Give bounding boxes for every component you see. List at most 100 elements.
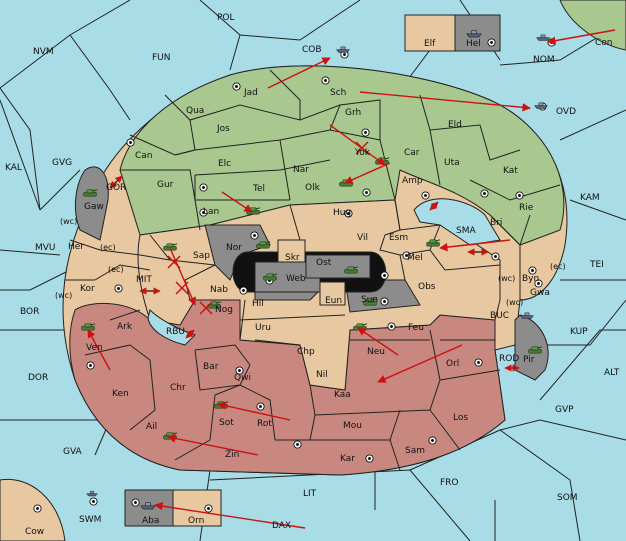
label-tei: TEI (589, 260, 604, 270)
coast-note-7: (ec) (108, 265, 124, 274)
region-eun[interactable] (319, 281, 346, 306)
label-orl: Orl (446, 359, 459, 369)
label-buc: BUC (490, 311, 509, 321)
label-car: Car (404, 148, 420, 158)
label-feu: Feu (408, 323, 424, 333)
label-chr: Chr (170, 383, 186, 393)
label-som: SOM (557, 493, 578, 503)
coast-notes: (wc) (ec) (wc) (wc) (ec) (wc) (ec) (55, 217, 566, 307)
label-chp: Chp (297, 347, 315, 357)
label-pir: Pir (523, 355, 535, 365)
label-eun: Eun (325, 296, 342, 306)
coast-note-6: (wc) (506, 298, 523, 307)
label-skr: Skr (285, 253, 300, 263)
label-qwi: Qwi (234, 373, 251, 383)
label-kat: Kat (503, 166, 518, 176)
label-alt: ALT (604, 368, 620, 378)
label-olk: Olk (305, 183, 321, 193)
label-jos: Jos (216, 124, 230, 134)
label-gvp: GVP (555, 405, 574, 415)
tan-land-labels: Car Amp Hug Vil Esm Mel Obs Byn Gwa Her … (68, 39, 550, 526)
label-fro: FRO (440, 478, 459, 488)
label-rie: Rie (519, 203, 534, 213)
label-hug: Hug (333, 208, 351, 218)
label-nil: Nil (316, 370, 328, 380)
label-dor: DOR (28, 373, 48, 383)
coast-note-1: (wc) (60, 217, 77, 226)
label-gur: Gur (157, 180, 174, 190)
green-land-labels: Jad Sch Qua Jos Grh Can Elc Nar Yok Tel … (135, 88, 534, 228)
sea-rbu-inlet (147, 309, 196, 346)
label-qua: Qua (186, 106, 204, 116)
label-rot: Rot (257, 419, 272, 429)
label-tel: Tel (252, 184, 265, 194)
label-grh: Grh (345, 108, 361, 118)
label-ail: Ail (146, 422, 157, 432)
label-jad: Jad (243, 88, 258, 98)
coast-note-5: (ec) (550, 262, 566, 271)
label-yok: Yok (354, 148, 371, 158)
label-sun: Sun (361, 295, 378, 305)
label-pol: POL (217, 13, 235, 23)
label-uta: Uta (444, 158, 460, 168)
label-gva: GVA (63, 447, 83, 457)
label-mvu: MVU (35, 243, 56, 253)
label-kup: KUP (570, 327, 588, 337)
label-hel: Hel (466, 39, 481, 49)
label-uru: Uru (255, 323, 271, 333)
coast-note-3: (wc) (55, 291, 72, 300)
region-orn[interactable] (172, 489, 222, 527)
label-her: Her (68, 242, 84, 252)
label-sch: Sch (330, 88, 346, 98)
label-gaw: Gaw (84, 202, 104, 212)
label-esm: Esm (389, 233, 408, 243)
label-mel: Mel (407, 253, 423, 263)
label-dax: DAX (272, 521, 291, 531)
coast-note-4: (wc) (498, 274, 515, 283)
red-land-labels: Sap Nog Ven Ken Chr Bar Qwi Sot Rot Ail … (86, 251, 468, 464)
label-gwa: Gwa (530, 288, 550, 298)
label-aba: Aba (142, 516, 159, 526)
label-bar: Bar (203, 362, 219, 372)
label-eld: Eld (448, 120, 462, 130)
label-amp: Amp (402, 176, 423, 186)
label-nor: Nor (226, 243, 242, 253)
label-kam: KAM (580, 193, 600, 203)
label-kaa: Kaa (334, 390, 351, 400)
label-ven: Ven (86, 343, 103, 353)
label-can: Can (135, 151, 153, 161)
link-arrows (109, 175, 520, 372)
label-nom: NOM (533, 55, 555, 65)
label-bri: Bri (490, 218, 502, 228)
label-web: Web (286, 274, 306, 284)
failed-order-marks (167, 141, 369, 315)
label-sot: Sot (219, 418, 234, 428)
region-elf[interactable] (404, 14, 456, 52)
label-elc: Elc (218, 159, 231, 169)
label-lan: Lan (203, 207, 219, 217)
label-sam: Sam (405, 446, 425, 456)
label-ovd: OVD (556, 107, 576, 117)
label-elf: Elf (424, 39, 436, 49)
label-los: Los (453, 413, 468, 423)
label-kor: Kor (80, 284, 95, 294)
label-nvm: NVM (33, 47, 54, 57)
region-gaw[interactable] (75, 166, 109, 241)
order-arrows (87, 29, 616, 529)
home-labels: COB NOM OVD SWM Con Cow (25, 38, 613, 537)
label-con: Con (595, 38, 613, 48)
label-hil: Hil (252, 299, 264, 309)
label-kal: KAL (5, 163, 22, 173)
label-cob: COB (302, 45, 322, 55)
province-borders (65, 69, 561, 471)
label-sma: SMA (456, 226, 476, 236)
label-obs: Obs (418, 282, 436, 292)
label-neu: Neu (367, 347, 385, 357)
label-ark: Ark (117, 322, 133, 332)
label-gor: GOR (106, 183, 126, 193)
label-ken: Ken (112, 389, 129, 399)
label-swm: SWM (79, 515, 101, 525)
label-lit: LIT (303, 489, 317, 499)
